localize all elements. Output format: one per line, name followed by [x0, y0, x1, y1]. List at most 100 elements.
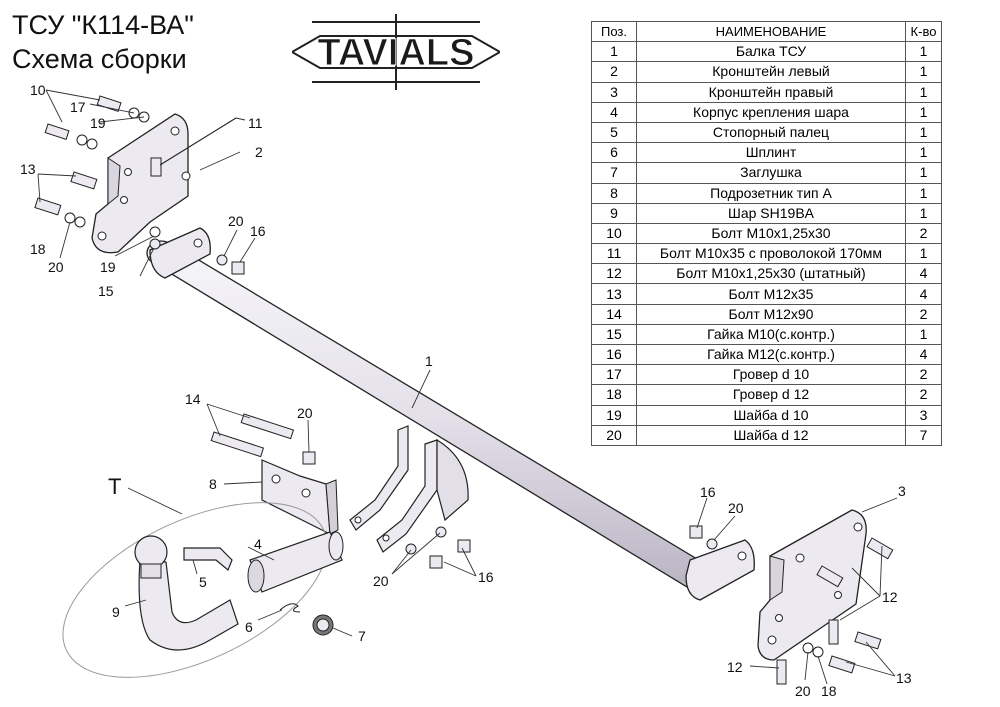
cell-pos: 8	[591, 182, 637, 204]
lock-pin	[183, 547, 233, 571]
callout-18-right: 18	[821, 683, 837, 699]
cell-pos: 17	[591, 364, 637, 386]
cell-name: Стопорный палец	[636, 121, 906, 144]
plug-cap	[312, 614, 334, 636]
cotter-pin	[279, 603, 301, 613]
callout-8: 8	[209, 476, 217, 492]
cell-qty: 1	[905, 323, 942, 346]
cell-name: Болт М12х90	[636, 303, 906, 325]
callout-20-right: 20	[728, 500, 744, 516]
center-brackets	[349, 425, 469, 553]
ball-housing	[249, 531, 343, 593]
logo-text: TAVIALS	[318, 32, 475, 74]
callout-14: 14	[185, 391, 201, 407]
bolt-10-top	[96, 95, 122, 112]
callout-13-right: 13	[896, 670, 912, 686]
bolt-10-left	[44, 123, 70, 140]
callout-18-left: 18	[30, 241, 46, 257]
callout-17: 17	[70, 99, 86, 115]
cell-qty: 2	[905, 303, 942, 325]
cell-pos: 19	[591, 404, 637, 426]
page-subtitle: Схема сборки	[12, 44, 187, 74]
cell-qty: 1	[905, 162, 942, 184]
cell-qty: 7	[905, 424, 942, 446]
callout-16-center: 16	[478, 569, 494, 585]
cell-name: Шайба d 10	[636, 404, 906, 426]
callout-T: T	[108, 474, 121, 499]
cell-qty: 3	[905, 404, 942, 426]
cell-qty: 1	[905, 182, 942, 204]
cell-pos: 15	[591, 323, 637, 346]
callout-19-top: 19	[90, 115, 106, 131]
cell-qty: 1	[905, 243, 942, 265]
bolt-13-b	[34, 197, 62, 216]
callout-16-right: 16	[700, 484, 716, 500]
cell-name: Шайба d 12	[636, 424, 906, 446]
callout-16-top: 16	[250, 223, 266, 239]
callout-12-right: 12	[882, 589, 898, 605]
col-header-pos: Поз.	[591, 20, 637, 43]
cell-name: Корпус крепления шара	[636, 101, 906, 123]
left-bracket	[91, 113, 237, 254]
cell-name: Балка ТСУ	[636, 41, 906, 63]
callout-7: 7	[358, 628, 366, 644]
callout-20-left: 20	[48, 259, 64, 275]
callout-20-socket: 20	[297, 405, 313, 421]
cell-qty: 2	[905, 384, 942, 406]
tavials-logo: TAVIALS	[292, 14, 500, 90]
leader-lines	[37, 89, 898, 685]
cell-qty: 1	[905, 81, 942, 103]
cell-qty: 1	[905, 202, 942, 224]
cell-qty: 1	[905, 142, 942, 164]
col-header-name: НАИМЕНОВАНИЕ	[636, 20, 906, 43]
callout-4: 4	[254, 536, 262, 552]
callout-2: 2	[255, 144, 263, 160]
callout-10: 10	[30, 82, 46, 98]
cell-name: Болт М10х1,25х30 (штатный)	[636, 263, 906, 285]
callout-12-bottom: 12	[727, 659, 743, 675]
cell-pos: 16	[591, 343, 637, 366]
cell-qty: 4	[905, 283, 942, 305]
cell-pos: 13	[591, 283, 637, 305]
cell-name: Гровер d 12	[636, 384, 906, 406]
col-header-qty: К-во	[905, 20, 942, 43]
cell-pos: 14	[591, 303, 637, 325]
cell-name: Гровер d 10	[636, 364, 906, 386]
cell-qty: 1	[905, 61, 942, 83]
callout-3: 3	[898, 483, 906, 499]
cell-name: Заглушка	[636, 162, 906, 184]
cell-pos: 20	[591, 424, 637, 446]
callout-9: 9	[112, 604, 120, 620]
cell-qty: 1	[905, 41, 942, 63]
callout-20-top: 20	[228, 213, 244, 229]
table-header-row: Поз. НАИМЕНОВАНИЕ К-во	[591, 20, 942, 43]
callout-15: 15	[98, 283, 114, 299]
cell-pos: 11	[591, 243, 637, 265]
cell-qty: 2	[905, 222, 942, 245]
callout-20-bottom: 20	[795, 683, 811, 699]
cell-qty: 4	[905, 343, 942, 366]
cell-name: Болт М12х35	[636, 283, 906, 305]
callout-19-bottom: 19	[100, 259, 116, 275]
socket-plate	[261, 459, 339, 536]
cell-name: Гайка М10(с.контр.)	[636, 323, 906, 346]
cell-pos: 1	[591, 41, 637, 63]
callout-1: 1	[425, 353, 433, 369]
